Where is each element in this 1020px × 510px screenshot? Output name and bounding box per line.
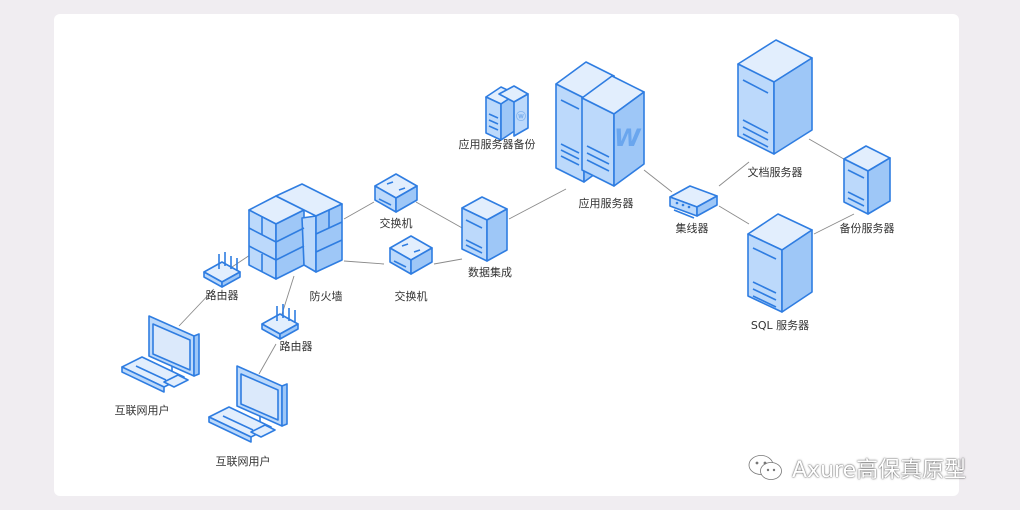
hub-icon[interactable]: [669, 185, 718, 219]
label-app-server: 应用服务器: [579, 196, 634, 210]
label-sql-server: SQL 服务器: [751, 319, 809, 332]
switch-bottom-icon[interactable]: [389, 235, 433, 275]
router-mid-icon[interactable]: [261, 304, 299, 340]
sql-server-icon[interactable]: [747, 213, 813, 313]
link-hub-sql: [718, 205, 750, 225]
label-switch-top: 交换机: [380, 216, 413, 230]
network-diagram: ⓦ 应用服务器备份 W 应用服务器 交换机 交换机: [115, 39, 895, 468]
link-router-mid-firewall: [281, 275, 295, 315]
app-backup-server-icon[interactable]: ⓦ: [485, 85, 529, 141]
user-bottom-computer-icon[interactable]: [208, 365, 288, 443]
label-firewall: 防火墙: [310, 289, 343, 303]
watermark-text: Axure高保真原型: [792, 458, 967, 483]
label-data-integration: 数据集成: [468, 265, 512, 279]
diagram-canvas: ⓦ 应用服务器备份 W 应用服务器 交换机 交换机: [54, 14, 959, 496]
watermark: Axure高保真原型: [748, 452, 966, 484]
label-app-backup: 应用服务器备份: [459, 137, 536, 151]
label-user-bottom: 互联网用户: [216, 454, 271, 468]
link-user-bottom-router: [258, 343, 277, 375]
data-integration-server-icon[interactable]: [461, 196, 508, 262]
link-sql-backup: [813, 213, 855, 235]
switch-top-icon[interactable]: [374, 173, 418, 213]
link-user-left-router: [178, 288, 215, 327]
label-backup-server: 备份服务器: [840, 221, 895, 235]
svg-text:ⓦ: ⓦ: [516, 110, 526, 123]
link-doc-backup: [808, 138, 850, 163]
label-user-left: 互联网用户: [115, 403, 170, 417]
connection-lines: [178, 138, 855, 375]
label-hub: 集线器: [676, 221, 709, 235]
link-switch-bottom-data: [433, 258, 463, 265]
label-router-mid: 路由器: [280, 339, 313, 353]
wechat-icon: [748, 455, 782, 480]
link-app-hub: [643, 169, 673, 193]
label-doc-server: 文档服务器: [748, 165, 803, 179]
app-server-icon[interactable]: W: [555, 61, 645, 187]
link-firewall-switch-bottom: [343, 260, 385, 265]
label-switch-bottom: 交换机: [395, 289, 428, 303]
firewall-icon[interactable]: [248, 183, 343, 280]
link-switch-top-data: [415, 201, 465, 230]
link-firewall-switch-top: [343, 201, 375, 220]
svg-text:W: W: [614, 124, 642, 152]
user-left-computer-icon[interactable]: [121, 315, 200, 393]
link-data-app: [508, 188, 567, 220]
router-left-icon[interactable]: [203, 252, 241, 288]
backup-server-icon[interactable]: [843, 145, 891, 215]
label-router-left: 路由器: [206, 288, 239, 302]
link-hub-doc: [718, 161, 750, 187]
doc-server-icon[interactable]: [737, 39, 813, 155]
